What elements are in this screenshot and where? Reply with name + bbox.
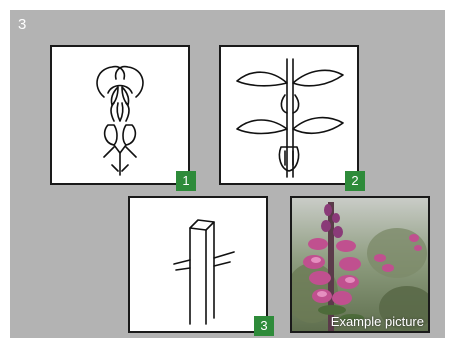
purple-flower-photo-icon [292, 198, 428, 331]
step-number: 3 [18, 16, 26, 33]
option-card-2[interactable]: 2 [219, 45, 359, 185]
leaf-pairs-drawing-icon [221, 47, 357, 183]
photo-caption: Example picture [331, 314, 424, 329]
example-photo: Example picture [290, 196, 430, 333]
option-badge-3: 3 [254, 316, 274, 336]
option-badge-1: 1 [176, 171, 196, 191]
flower-head-drawing-icon [52, 47, 188, 183]
option-card-3[interactable]: 3 [128, 196, 268, 333]
question-panel: 3 1 [10, 10, 445, 338]
option-card-1[interactable]: 1 [50, 45, 190, 185]
option-badge-2: 2 [345, 171, 365, 191]
square-stem-drawing-icon [130, 198, 266, 331]
